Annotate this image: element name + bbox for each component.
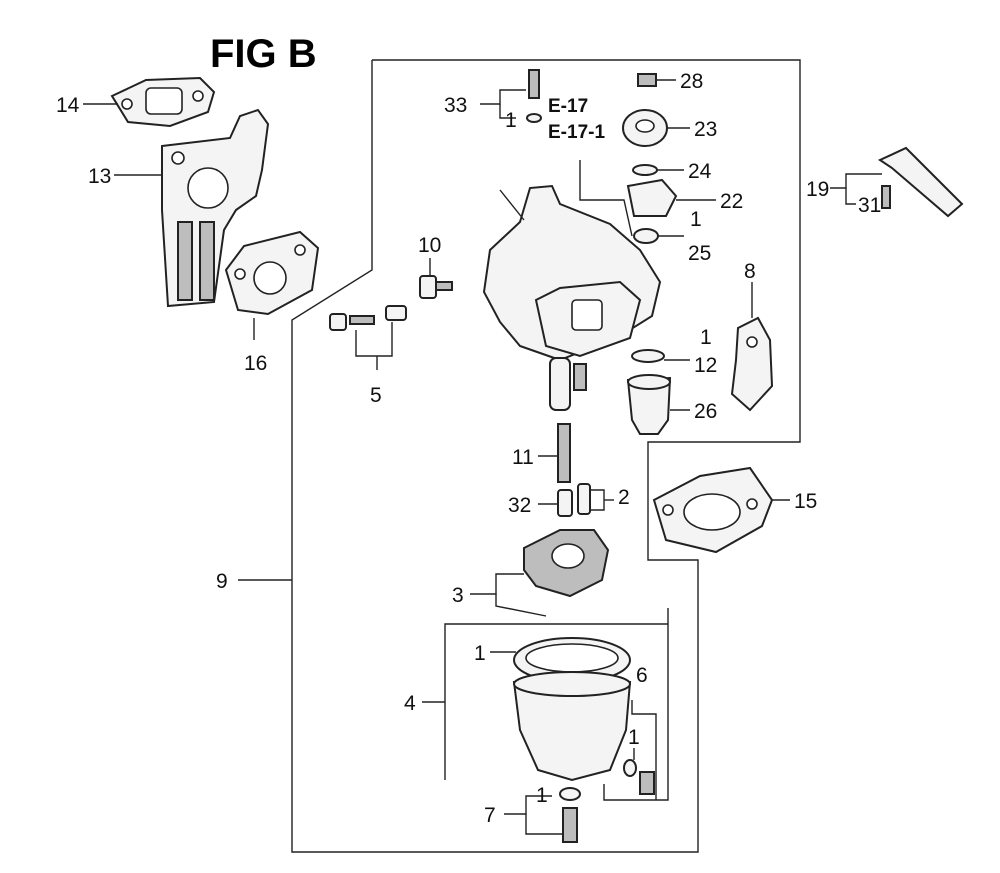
part-6-drain-screw	[623, 759, 655, 795]
part-10-screw	[419, 275, 453, 299]
callout-23: 23	[694, 118, 717, 141]
callout-31: 31	[858, 194, 881, 217]
callout-22: 22	[720, 190, 743, 213]
part-32-jet	[557, 489, 573, 517]
callout-5: 5	[370, 384, 382, 407]
callout-1-bowl: 1	[474, 642, 486, 665]
callout-15: 15	[794, 490, 817, 513]
callout-32: 32	[508, 494, 531, 517]
figure-title: FIG B	[210, 32, 317, 76]
callout-24: 24	[688, 160, 712, 183]
part-15-gasket	[652, 466, 774, 554]
carburetor-body	[482, 184, 662, 411]
part-26-filter	[626, 374, 672, 435]
ref-e-17-1: E-17-1	[548, 122, 605, 143]
callout-13: 13	[88, 165, 111, 188]
leader-lines	[83, 79, 882, 835]
callout-11: 11	[512, 446, 534, 469]
callout-12: 12	[694, 354, 717, 377]
callout-9: 9	[216, 570, 228, 593]
part-22-valve	[626, 178, 678, 217]
callout-33-sub: 1	[505, 109, 517, 132]
callout-1-7: 1	[536, 784, 548, 807]
part-28-bolt	[637, 73, 657, 87]
part-24-washer	[632, 164, 658, 176]
callout-labels: 14 13 16 10 5 33 1 E-17 E-17-1 28 23 24 …	[56, 70, 881, 827]
callout-28: 28	[680, 70, 703, 93]
callout-8: 8	[744, 260, 756, 283]
part-3-float	[523, 529, 610, 598]
float-bowl	[512, 637, 632, 782]
assembly-outline-9	[291, 59, 801, 853]
callout-19: 19	[806, 178, 829, 201]
callout-3: 3	[452, 584, 464, 607]
part-12-oring	[631, 349, 665, 363]
callout-25: 25	[688, 242, 711, 265]
callout-1-6: 1	[628, 726, 640, 749]
part-7-bolt	[559, 787, 581, 843]
part-16-gasket	[224, 230, 320, 316]
part-13-insulator-bracket	[161, 108, 270, 308]
part-2-jet	[577, 483, 591, 515]
callout-33: 33	[444, 94, 467, 117]
callout-10: 10	[418, 234, 441, 257]
part-25-oring	[633, 228, 659, 244]
part-23-cap	[622, 109, 668, 147]
callout-14: 14	[56, 94, 80, 117]
part-19-lever	[877, 146, 964, 218]
callout-4: 4	[404, 692, 416, 715]
ref-e-17: E-17	[548, 96, 588, 117]
part-33-screw	[526, 69, 542, 123]
callout-26: 26	[694, 400, 717, 423]
callout-2: 2	[618, 486, 630, 509]
callout-7: 7	[484, 804, 496, 827]
part-5-screw-set	[329, 305, 407, 331]
callout-16: 16	[244, 352, 267, 375]
part-11-jet	[557, 423, 571, 483]
callout-6: 6	[636, 664, 648, 687]
float-bowl-bracket-4	[444, 608, 669, 801]
part-14-gasket	[110, 76, 216, 128]
callout-1-25: 1	[690, 208, 702, 231]
part-8-gasket	[730, 316, 774, 412]
callout-1-12: 1	[700, 326, 712, 349]
